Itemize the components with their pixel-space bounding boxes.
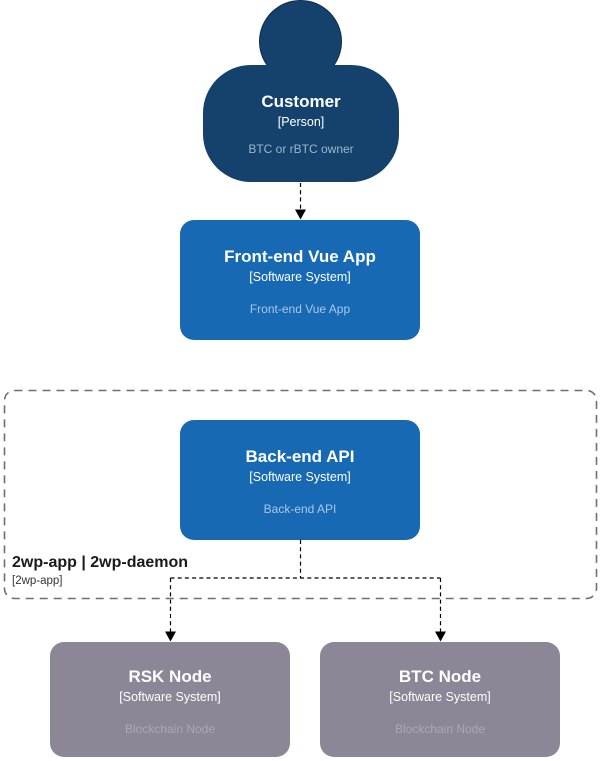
node-rsk-node[interactable]: RSK Node [Software System] Blockchain No…	[50, 642, 290, 757]
node-description: BTC or rBTC owner	[248, 141, 354, 156]
node-title: RSK Node	[128, 667, 212, 686]
node-title: Front-end Vue App	[224, 247, 376, 266]
node-type: [Software System]	[249, 269, 351, 284]
node-title: BTC Node	[398, 667, 482, 686]
node-type: [Software System]	[249, 469, 351, 484]
arrowhead-btc	[435, 631, 446, 642]
person-body: Customer [Person] BTC or rBTC owner	[203, 65, 399, 182]
node-type: [Software System]	[389, 689, 491, 704]
node-description: Back-end API	[263, 501, 337, 516]
node-btc-node[interactable]: BTC Node [Software System] Blockchain No…	[320, 642, 560, 757]
node-backend-api[interactable]: Back-end API [Software System] Back-end …	[180, 420, 420, 540]
boundary-label-2wp-app: 2wp-app | 2wp-daemon [2wp-app]	[12, 553, 188, 587]
arrowhead-rsk	[165, 631, 176, 642]
node-frontend-vue-app[interactable]: Front-end Vue App [Software System] Fron…	[180, 220, 420, 340]
node-description: Blockchain Node	[124, 721, 216, 736]
node-type: [Person]	[277, 114, 325, 129]
node-description: Front-end Vue App	[249, 301, 351, 316]
arrowhead-frontend	[295, 209, 306, 220]
node-customer[interactable]: Customer [Person] BTC or rBTC owner	[203, 0, 399, 182]
node-title: Back-end API	[245, 447, 355, 466]
boundary-title: 2wp-app | 2wp-daemon	[12, 554, 189, 571]
node-type: [Software System]	[119, 689, 221, 704]
edge-backend-split	[169, 540, 442, 632]
boundary-subtitle: [2wp-app]	[12, 575, 63, 588]
node-description: Blockchain Node	[394, 721, 486, 736]
node-title: Customer	[261, 92, 341, 111]
